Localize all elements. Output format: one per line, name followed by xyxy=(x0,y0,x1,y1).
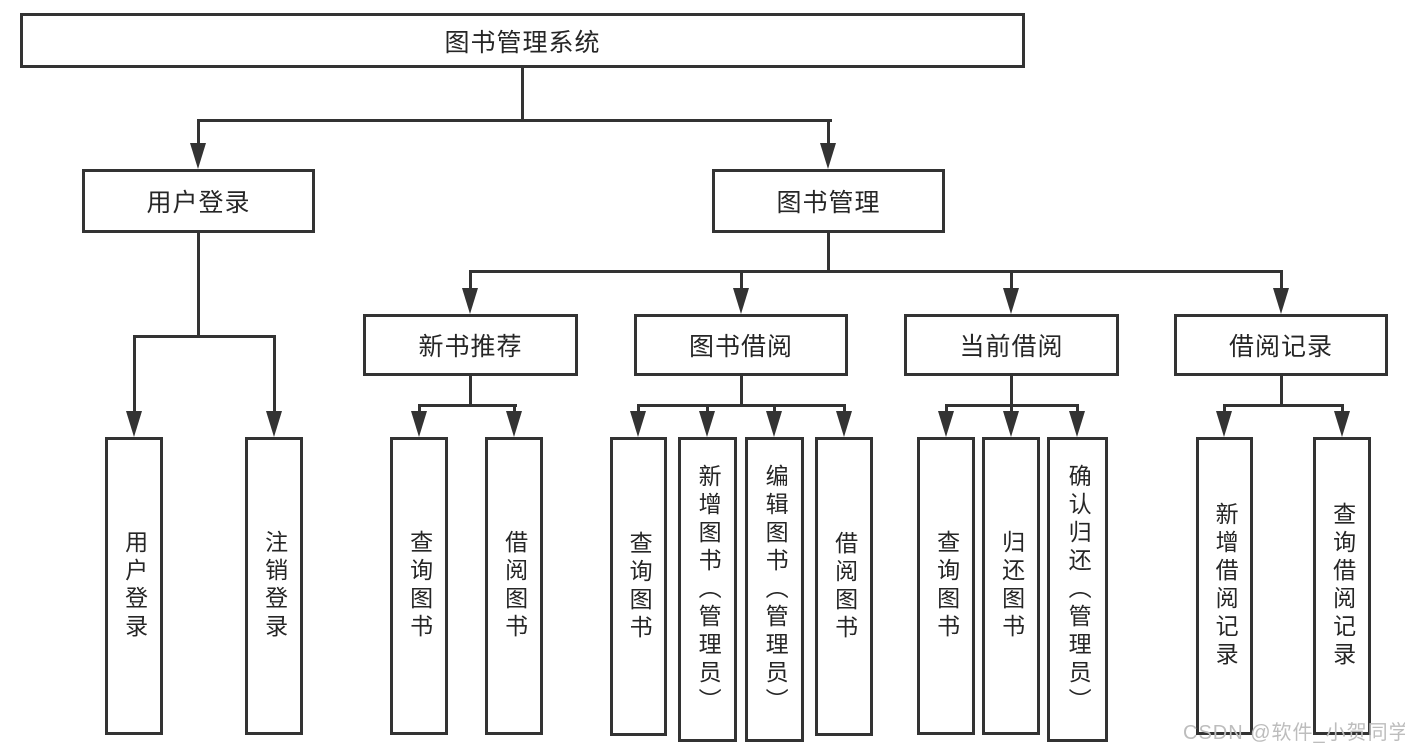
leaf-label: 用户登录 xyxy=(121,530,148,642)
leaf-label: 借阅图书 xyxy=(831,530,858,643)
leaf-edit-books-admin: 编辑图书（管理员） xyxy=(745,437,804,742)
node-book-borrowing: 图书借阅 xyxy=(634,314,848,376)
leaf-add-borrow-record: 新增借阅记录 xyxy=(1196,437,1253,735)
edge-line xyxy=(197,119,200,147)
arrow-down-icon xyxy=(506,411,522,437)
leaf-label: 查询图书 xyxy=(933,530,960,642)
arrow-down-icon xyxy=(411,411,427,437)
leaf-label: 新增借阅记录 xyxy=(1212,502,1239,670)
leaf-label: 确认归还（管理员） xyxy=(1065,463,1092,716)
leaf-label: 注销登录 xyxy=(261,530,288,642)
leaf-label: 归还图书 xyxy=(998,530,1025,642)
leaf-label: 查询图书 xyxy=(626,530,653,643)
csdn-watermark: CSDN @软件_小贺同学 xyxy=(1183,722,1405,744)
leaf-borrow-books: 借阅图书 xyxy=(815,437,873,736)
leaf-logout: 注销登录 xyxy=(245,437,303,735)
arrow-down-icon xyxy=(630,411,646,437)
arrow-down-icon xyxy=(820,143,836,169)
arrow-down-icon xyxy=(462,288,478,314)
arrow-down-icon xyxy=(190,143,206,169)
edge-line xyxy=(773,404,776,414)
arrow-down-icon xyxy=(266,411,282,437)
leaf-borrow-books-recommend: 借阅图书 xyxy=(485,437,543,735)
edge-line xyxy=(133,335,136,413)
edge-line xyxy=(1223,404,1344,407)
edge-line xyxy=(273,335,276,413)
edge-line xyxy=(418,404,421,414)
leaf-label: 新增图书（管理员） xyxy=(695,463,722,716)
node-library-system: 图书管理系统 xyxy=(20,13,1025,68)
edge-line xyxy=(513,404,516,414)
leaf-label: 借阅图书 xyxy=(501,530,528,642)
edge-line xyxy=(843,404,846,414)
edge-line xyxy=(1076,404,1079,414)
edge-line xyxy=(418,404,517,407)
leaf-query-books-borrowing: 查询图书 xyxy=(610,437,667,736)
edge-line xyxy=(1010,376,1013,407)
arrow-down-icon xyxy=(836,411,852,437)
leaf-label: 查询借阅记录 xyxy=(1329,502,1356,670)
edge-line xyxy=(637,404,640,414)
edge-line xyxy=(827,233,830,273)
node-new-book-recommend: 新书推荐 xyxy=(363,314,578,376)
edge-line xyxy=(197,119,832,122)
arrow-down-icon xyxy=(1003,288,1019,314)
leaf-query-borrow-record: 查询借阅记录 xyxy=(1313,437,1371,735)
arrow-down-icon xyxy=(1334,411,1350,437)
arrow-down-icon xyxy=(1273,288,1289,314)
edge-line xyxy=(945,404,948,414)
node-book-management: 图书管理 xyxy=(712,169,945,233)
leaf-query-books-current: 查询图书 xyxy=(917,437,975,735)
edge-line xyxy=(740,270,743,292)
arrow-down-icon xyxy=(766,411,782,437)
leaf-query-books-recommend: 查询图书 xyxy=(390,437,448,735)
edge-line xyxy=(469,270,1283,273)
edge-line xyxy=(1010,270,1013,292)
arrow-down-icon xyxy=(1069,411,1085,437)
leaf-user-login: 用户登录 xyxy=(105,437,163,735)
edge-line xyxy=(1280,376,1283,407)
edge-line xyxy=(827,119,830,147)
edge-line xyxy=(706,404,709,414)
edge-line xyxy=(469,376,472,407)
leaf-label: 查询图书 xyxy=(406,530,433,642)
arrow-down-icon xyxy=(126,411,142,437)
edge-line xyxy=(1223,404,1226,414)
edge-line xyxy=(637,404,846,407)
leaf-add-books-admin: 新增图书（管理员） xyxy=(678,437,737,742)
arrow-down-icon xyxy=(1216,411,1232,437)
edge-line xyxy=(133,335,276,338)
arrow-down-icon xyxy=(699,411,715,437)
edge-line xyxy=(521,68,524,122)
edge-line xyxy=(740,376,743,407)
edge-line xyxy=(469,270,472,292)
leaf-label: 编辑图书（管理员） xyxy=(762,463,789,716)
arrow-down-icon xyxy=(938,411,954,437)
leaf-confirm-return-admin: 确认归还（管理员） xyxy=(1047,437,1108,742)
edge-line xyxy=(1010,404,1013,414)
edge-line xyxy=(1341,404,1344,414)
arrow-down-icon xyxy=(1003,411,1019,437)
leaf-return-books: 归还图书 xyxy=(982,437,1040,735)
edge-line xyxy=(1280,270,1283,292)
edge-line xyxy=(197,233,200,338)
arrow-down-icon xyxy=(733,288,749,314)
node-current-borrowing: 当前借阅 xyxy=(904,314,1119,376)
node-user-login: 用户登录 xyxy=(82,169,315,233)
node-borrowing-records: 借阅记录 xyxy=(1174,314,1388,376)
